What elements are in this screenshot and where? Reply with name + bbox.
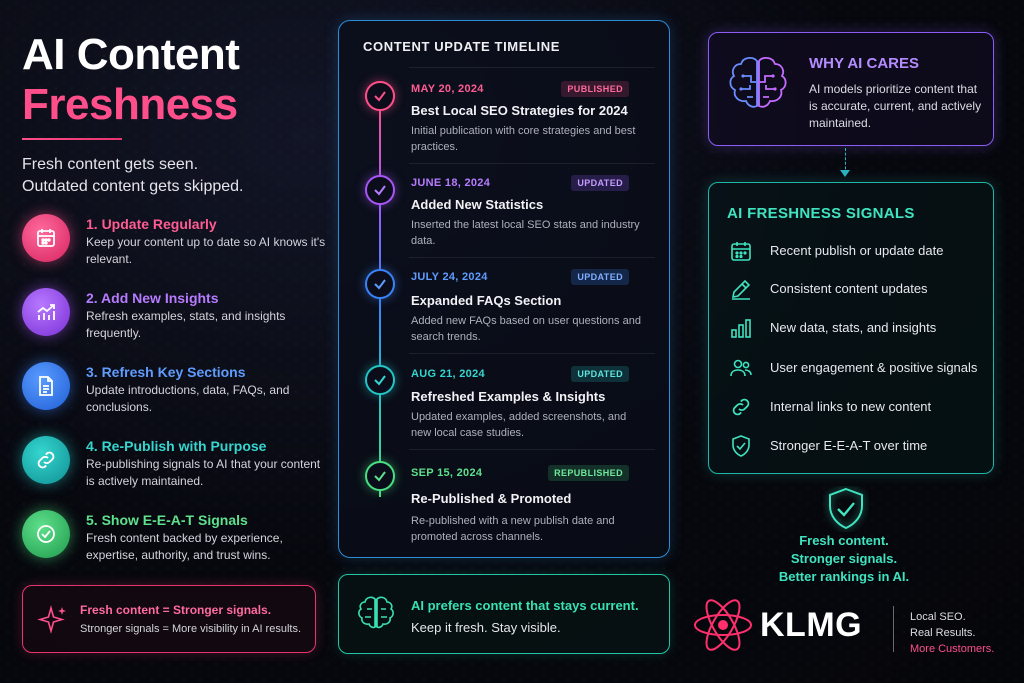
check-circle-icon [365, 461, 395, 491]
shield-check-icon [829, 487, 863, 530]
timeline-item: JUNE 18, 2024 UPDATED Added New Statisti… [339, 163, 669, 259]
signal-item: Internal links to new content [729, 393, 989, 421]
document-icon [22, 362, 70, 410]
brand-slogan: Local SEO. Real Results. More Customers. [910, 611, 995, 655]
signal-label: User engagement & positive signals [770, 360, 978, 375]
timeline-desc: Updated examples, added screenshots, and… [411, 411, 627, 439]
check-circle-icon [365, 81, 395, 111]
status-badge: UPDATED [571, 175, 629, 191]
content-update-timeline: CONTENT UPDATE TIMELINE MAY 20, 2024 PUB… [338, 20, 670, 558]
timeline-heading: Refreshed Examples & Insights [411, 389, 606, 404]
status-badge: REPUBLISHED [548, 465, 629, 481]
signal-item: Recent publish or update date [729, 237, 989, 265]
timeline-desc: Re-published with a new publish date and… [411, 515, 615, 543]
signal-label: New data, stats, and insights [770, 320, 937, 335]
tip-update-regularly: 1. Update Regularly Keep your content up… [22, 214, 325, 270]
callout-line1: Fresh content = Stronger signals. [80, 603, 272, 617]
signal-label: Recent publish or update date [770, 243, 944, 258]
tip-eeat: 5. Show E-E-A-T Signals Fresh content ba… [22, 510, 322, 566]
timeline-date: AUG 21, 2024 [411, 368, 485, 380]
brain-icon [358, 596, 394, 629]
tip-refresh-key-sections: 3. Refresh Key Sections Update introduct… [22, 362, 322, 418]
ai-freshness-signals-card: AI FRESHNESS SIGNALS Recent publish or u… [708, 182, 994, 474]
calendar-icon [731, 242, 751, 261]
tip-title: 1. Update Regularly [86, 216, 217, 232]
timeline-desc: Inserted the latest local SEO stats and … [411, 219, 640, 247]
callout-fresh-signals: Fresh content = Stronger signals. Strong… [22, 585, 316, 653]
signal-label: Internal links to new content [770, 399, 932, 414]
timeline-desc: Initial publication with core strategies… [411, 125, 636, 153]
timeline-heading: Best Local SEO Strategies for 2024 [411, 103, 628, 118]
chart-trend-icon [22, 288, 70, 336]
callout-line2: Stronger signals = More visibility in AI… [80, 623, 302, 635]
callout-mid-line1: AI prefers content that stays current. [411, 598, 639, 613]
timeline-item: MAY 20, 2024 PUBLISHED Best Local SEO St… [339, 67, 669, 163]
timeline-heading: Added New Statistics [411, 197, 544, 212]
tip-add-new-insights: 2. Add New Insights Refresh examples, st… [22, 288, 322, 344]
why-desc: AI models prioritize content that is acc… [809, 82, 982, 130]
link-icon [732, 398, 750, 416]
fresh-summary: Fresh content. Stronger signals. Better … [778, 533, 910, 584]
pencil-icon [731, 279, 751, 300]
shield-check-icon [732, 435, 750, 457]
signal-item: New data, stats, and insights [729, 314, 989, 342]
timeline-item: JULY 24, 2024 UPDATED Expanded FAQs Sect… [339, 257, 669, 353]
tip-desc: Update introductions, data, FAQs, and co… [86, 383, 290, 414]
signal-item: Stronger E-E-A-T over time [729, 432, 989, 460]
status-badge: UPDATED [571, 366, 629, 382]
timeline-title: CONTENT UPDATE TIMELINE [363, 39, 560, 54]
connector-line [845, 148, 846, 174]
page-title-line2: Freshness [22, 80, 238, 129]
check-circle-icon [365, 175, 395, 205]
signal-item: Consistent content updates [729, 275, 989, 303]
status-badge: PUBLISHED [561, 81, 629, 97]
check-badge-icon [22, 510, 70, 558]
atom-logo-icon [694, 599, 752, 651]
brand-divider [893, 606, 894, 652]
why-title: WHY AI CARES [809, 55, 920, 72]
sparkle-icon [37, 605, 66, 634]
signals-title: AI FRESHNESS SIGNALS [727, 205, 915, 222]
brain-circuit-icon [729, 57, 787, 108]
users-icon [730, 359, 752, 377]
calendar-icon [22, 214, 70, 262]
status-badge: UPDATED [571, 269, 629, 285]
page-title-line1: AI Content [22, 30, 240, 79]
signal-item: User engagement & positive signals [729, 354, 989, 382]
timeline-heading: Re-Published & Promoted [411, 491, 572, 506]
check-circle-icon [365, 365, 395, 395]
title-divider [22, 138, 122, 140]
callout-mid-line2: Keep it fresh. Stay visible. [411, 620, 561, 635]
tip-desc: Re-publishing signals to AI that your co… [86, 457, 321, 488]
why-ai-cares-card: WHY AI CARES AI models prioritize conten… [708, 32, 994, 146]
timeline-heading: Expanded FAQs Section [411, 293, 562, 308]
tip-desc: Fresh content backed by experience, expe… [86, 531, 283, 562]
tagline: Fresh content gets seen. Outdated conten… [22, 156, 244, 195]
timeline-date: JUNE 18, 2024 [411, 177, 491, 189]
signal-label: Consistent content updates [770, 281, 928, 296]
timeline-desc: Added new FAQs based on user questions a… [411, 315, 641, 343]
bar-chart-icon [731, 319, 751, 338]
tip-title: 3. Refresh Key Sections [86, 364, 246, 380]
callout-stay-current: AI prefers content that stays current. K… [338, 574, 670, 654]
tip-desc: Keep your content up to date so AI knows… [86, 235, 326, 266]
tip-re-publish: 4. Re-Publish with Purpose Re-publishing… [22, 436, 322, 492]
timeline-date: SEP 15, 2024 [411, 467, 483, 479]
brand-name: KLMG [760, 606, 863, 644]
tip-title: 5. Show E-E-A-T Signals [86, 512, 248, 528]
signal-label: Stronger E-E-A-T over time [770, 438, 928, 453]
timeline-item: AUG 21, 2024 UPDATED Refreshed Examples … [339, 353, 669, 449]
timeline-line [379, 101, 381, 497]
tip-title: 2. Add New Insights [86, 290, 219, 306]
connector-arrow [840, 170, 850, 177]
check-circle-icon [365, 269, 395, 299]
timeline-item: SEP 15, 2024 REPUBLISHED Re-Published & … [339, 449, 669, 545]
tip-desc: Refresh examples, stats, and insights fr… [86, 309, 286, 340]
tip-title: 4. Re-Publish with Purpose [86, 438, 267, 454]
link-icon [22, 436, 70, 484]
timeline-date: JULY 24, 2024 [411, 271, 488, 283]
timeline-date: MAY 20, 2024 [411, 83, 484, 95]
